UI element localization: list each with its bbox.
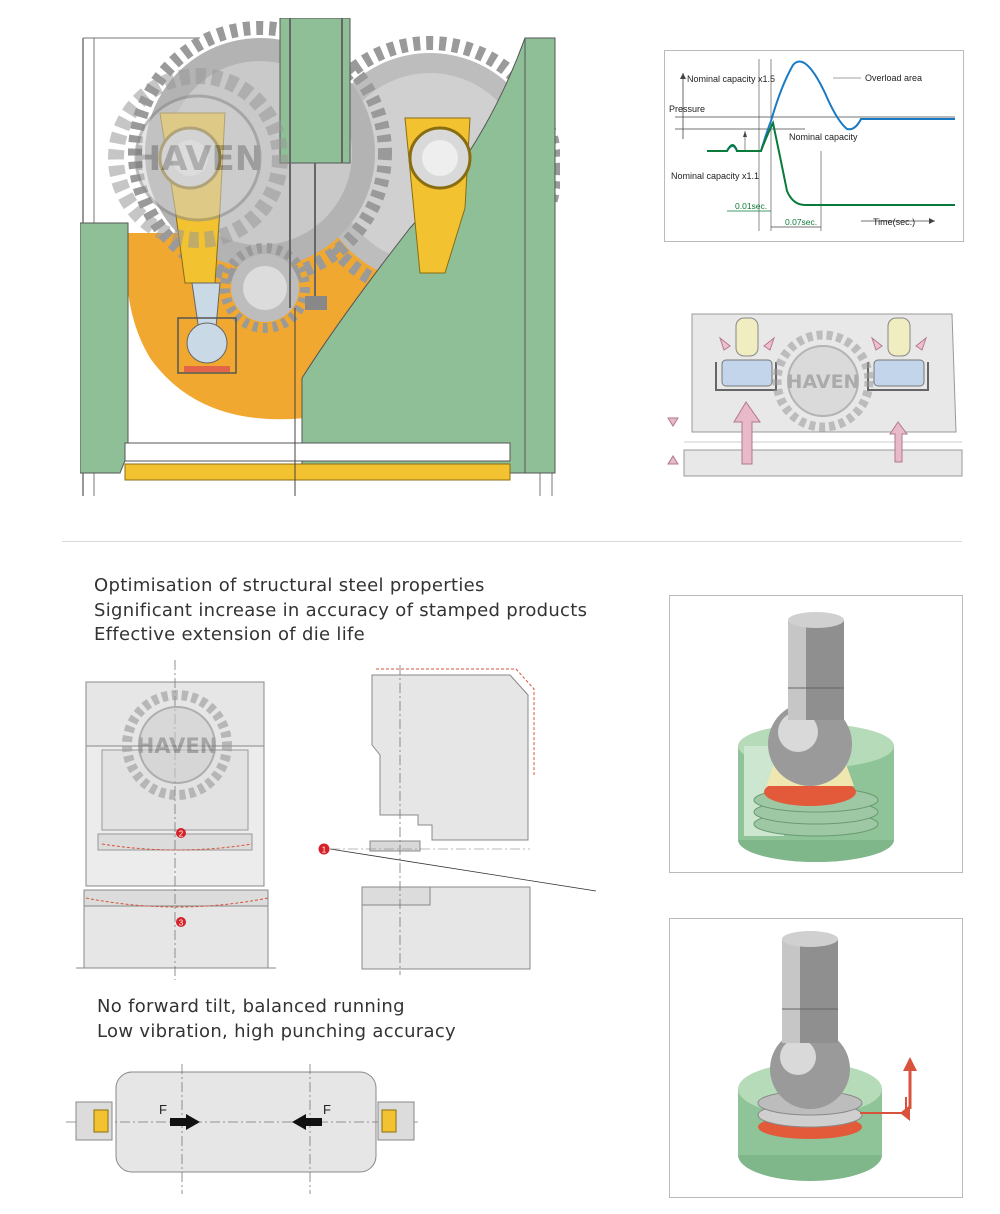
connecting-rod-right	[404, 117, 472, 274]
marker-1	[318, 843, 330, 855]
force-label-right: F	[323, 1102, 331, 1117]
label-t2: 0.07sec.	[785, 217, 817, 227]
nominal-curve	[707, 119, 955, 206]
pinion-gear	[220, 243, 310, 333]
balance-line-2: Low vibration, high punching accuracy	[97, 1020, 456, 1042]
label-nominal-11: Nominal capacity x1.1	[671, 171, 759, 181]
slide-bar	[124, 463, 511, 481]
marker-3	[176, 917, 186, 927]
feature-line-2: Significant increase in accuracy of stam…	[94, 599, 588, 621]
balance-line-1: No forward tilt, balanced running	[97, 996, 405, 1017]
feature-line-1: Optimisation of structural steel propert…	[94, 575, 485, 596]
pressure-arrow-right	[889, 421, 908, 463]
haven-watermark-logo: HAVEN	[108, 68, 288, 248]
svg-text:2: 2	[179, 830, 184, 839]
balance-text-block: No forward tilt, balanced running Low vi…	[97, 995, 617, 1044]
force-arrow-left	[292, 1114, 322, 1130]
marker-2	[176, 828, 186, 838]
clutch-housing	[279, 18, 351, 164]
section-divider	[62, 541, 962, 542]
force-label-left: F	[159, 1102, 167, 1117]
ball-joint-render-1	[669, 595, 963, 873]
label-time: Time(sec.)	[873, 217, 915, 227]
label-nominal: Nominal capacity	[789, 132, 858, 142]
svg-text:1: 1	[322, 846, 327, 855]
cylinder-left	[715, 317, 777, 391]
ball-joint-render-2	[669, 918, 963, 1198]
haven-watermark-logo-3: HAVEN	[122, 690, 232, 800]
pressure-arrow-left	[733, 401, 761, 465]
guide-left	[75, 1101, 113, 1141]
label-pressure: Pressure	[669, 104, 705, 114]
press-side-elevation: 1	[318, 665, 597, 975]
watermark-brand-3: HAVEN	[137, 734, 218, 758]
label-t1: 0.01sec.	[735, 201, 767, 211]
watermark-brand: HAVEN	[133, 139, 263, 179]
label-nominal-15: Nominal capacity x1.5	[687, 74, 775, 84]
balanced-force-top-view: F F	[66, 1064, 420, 1194]
guide-right	[377, 1101, 415, 1141]
feature-line-3: Effective extension of die life	[94, 624, 366, 645]
force-arrow-right	[170, 1114, 200, 1130]
haven-watermark-logo-2: HAVEN	[772, 330, 874, 432]
features-text-block: Optimisation of structural steel propert…	[94, 574, 654, 648]
pressure-chart: Nominal capacity x1.5 Overload area Pres…	[669, 59, 955, 231]
watermark-brand-2: HAVEN	[787, 371, 860, 393]
frame-panel-right	[301, 37, 526, 474]
pressure-chart-panel: Nominal capacity x1.5 Overload area Pres…	[664, 50, 964, 242]
label-overload: Overload area	[865, 73, 922, 83]
svg-text:3: 3	[179, 919, 184, 928]
